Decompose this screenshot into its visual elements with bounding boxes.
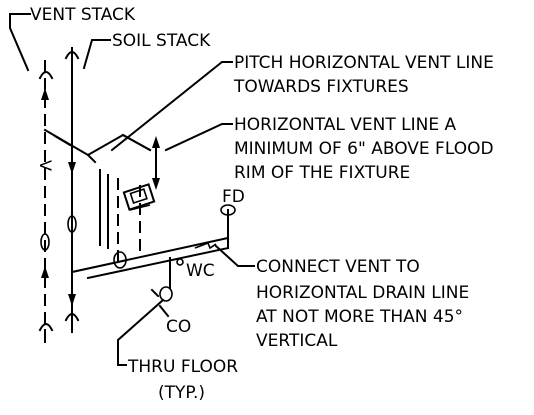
label-co: CO (166, 317, 191, 337)
fixture-box (122, 183, 156, 211)
label-pitch-line2: TOWARDS FIXTURES (233, 77, 409, 97)
label-thru-floor-line1: THRU FLOOR (127, 357, 238, 377)
stack-markers: V (36, 88, 77, 306)
label-thru-floor-line2: (TYP.) (158, 383, 205, 403)
label-horiz-line3: RIM OF THE FIXTURE (234, 163, 410, 183)
label-vent-stack: VENT STACK (30, 5, 136, 25)
branch-lines (70, 169, 230, 289)
horizontal-vent-line (43, 128, 152, 164)
dimension-arrow (152, 136, 160, 190)
soil-stack-pipe (64, 47, 80, 322)
label-horiz-line2: MINIMUM OF 6" ABOVE FLOOD (234, 139, 494, 159)
vent-marker-label: V (36, 160, 55, 171)
label-fd: FD (222, 187, 245, 207)
label-soil-stack: SOIL STACK (112, 31, 211, 51)
label-wc: WC (186, 261, 215, 281)
vent-stack-pipe (38, 60, 54, 332)
label-connect-line4: VERTICAL (256, 331, 338, 351)
leader-lines (9, 13, 255, 366)
label-connect-line1: CONNECT VENT TO (256, 257, 420, 277)
label-connect-line2: HORIZONTAL DRAIN LINE (256, 283, 469, 303)
label-horiz-line1: HORIZONTAL VENT LINE A (234, 115, 457, 135)
label-connect-line3: AT NOT MORE THAN 45° (256, 307, 463, 327)
cleanout-symbol (150, 286, 173, 318)
floor-drain-symbol (220, 204, 236, 216)
label-pitch-line1: PITCH HORIZONTAL VENT LINE (234, 53, 494, 73)
water-closet-symbol (113, 251, 184, 269)
thru-floor-marker (44, 319, 73, 343)
